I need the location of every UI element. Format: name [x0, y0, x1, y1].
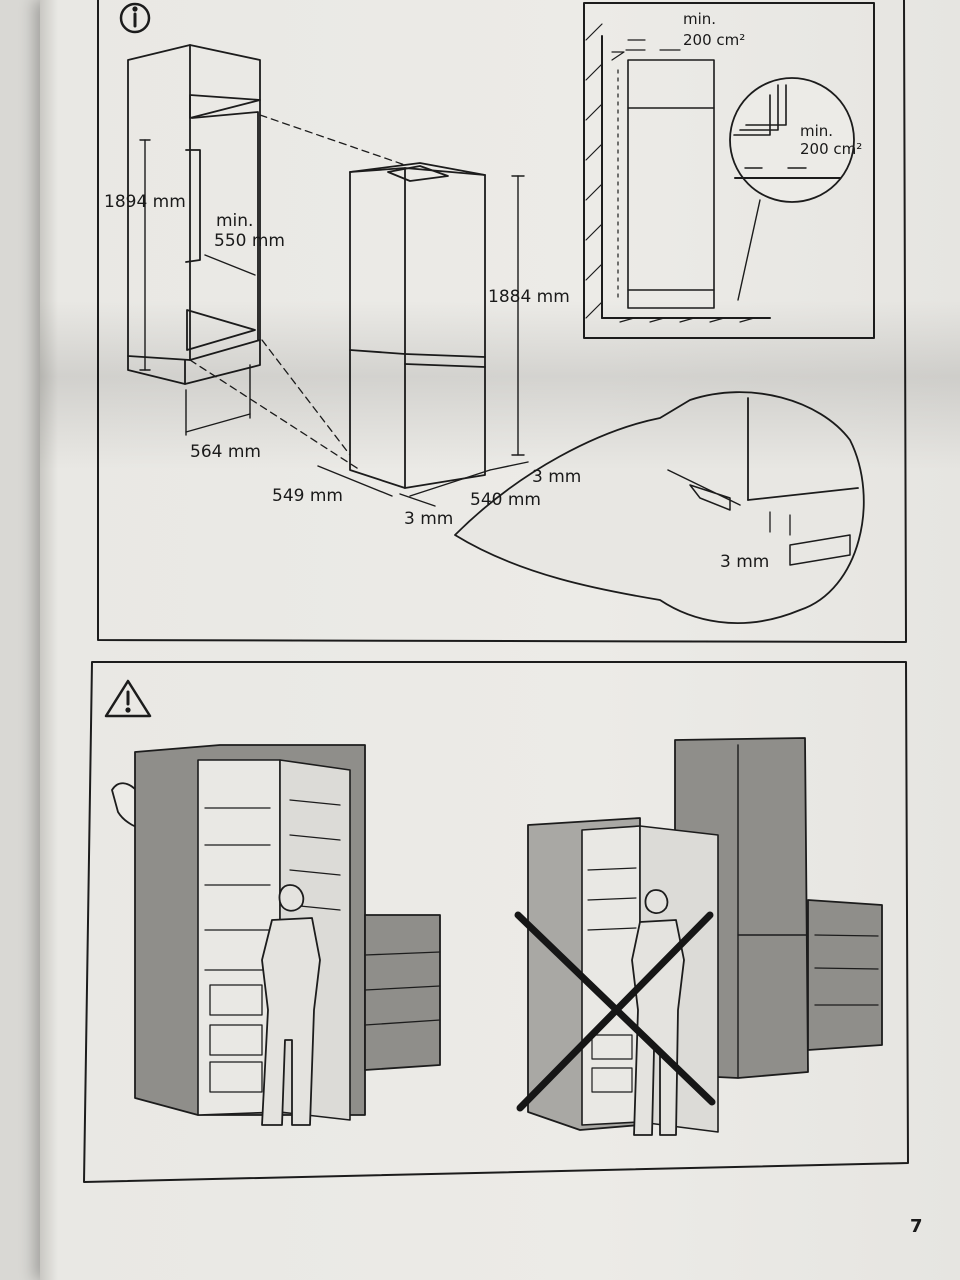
person-figure — [261, 884, 321, 1126]
vent-top-min-label: min. — [683, 10, 716, 28]
incorrect-installation-drawing — [514, 737, 883, 1136]
appliance-depth-label: 549 mm — [272, 486, 343, 506]
vent-detail-min-label: min. — [800, 122, 833, 140]
ventilation-inset — [583, 2, 875, 339]
cross-mark-icon — [514, 911, 716, 1112]
appliance-width-label: 540 mm — [470, 490, 541, 510]
alignment-lines — [189, 114, 406, 471]
appliance-drawing — [317, 162, 529, 507]
appliance-gap-right-label: 3 mm — [532, 467, 581, 487]
niche-width-label: 564 mm — [190, 442, 261, 462]
niche-depth-value-label: 550 mm — [214, 231, 285, 251]
appliance-height-label: 1884 mm — [488, 287, 570, 307]
vent-top-area-label: 200 cm² — [683, 31, 745, 49]
page-number: 7 — [910, 1216, 923, 1237]
top-panel-frame — [97, 0, 907, 643]
niche-cabinet-drawing — [127, 44, 261, 436]
info-icon — [119, 2, 151, 34]
base-gap-detail — [454, 391, 865, 624]
base-gap-label: 3 mm — [720, 552, 769, 572]
niche-height-label: 1894 mm — [104, 192, 186, 212]
bottom-panel-frame — [83, 661, 909, 1183]
warning-icon — [104, 679, 152, 718]
niche-depth-min-label: min. — [216, 211, 253, 231]
correct-installation-drawing — [134, 744, 441, 1126]
vent-detail-area-label: 200 cm² — [800, 140, 862, 158]
appliance-gap-bottom-label: 3 mm — [404, 509, 453, 529]
